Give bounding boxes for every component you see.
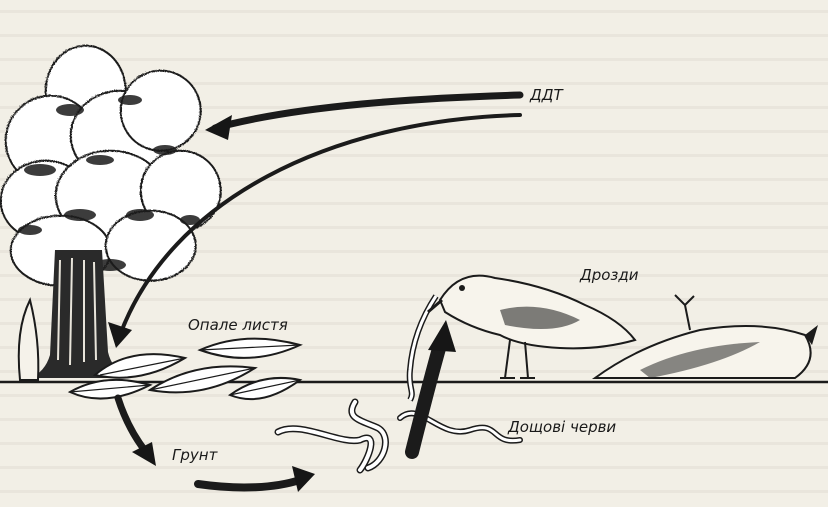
label-earthworms: Дощові черви — [507, 418, 616, 436]
label-soil: Грунт — [172, 446, 219, 464]
label-fallen-leaves: Опале листя — [188, 316, 288, 334]
label-thrushes: Дрозди — [579, 266, 639, 284]
label-ddt: ДДТ — [529, 86, 564, 104]
